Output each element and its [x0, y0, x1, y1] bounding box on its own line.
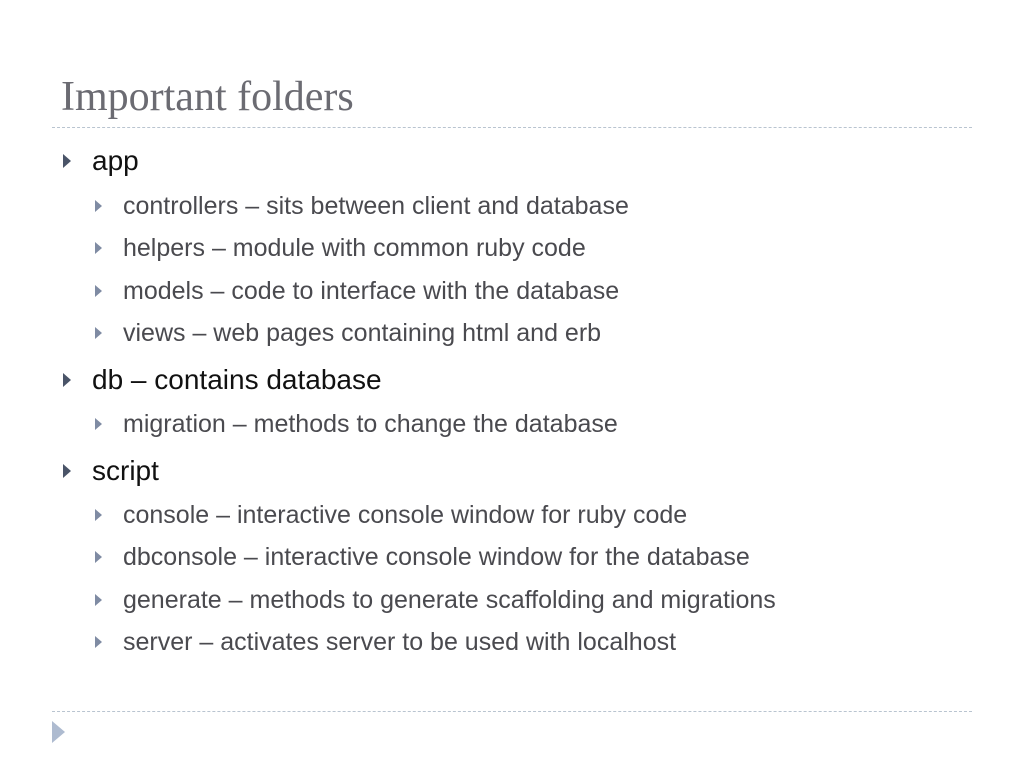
triangle-right-bullet-icon — [63, 464, 71, 478]
list-item: views – web pages containing html and er… — [95, 317, 601, 349]
list-item: dbconsole – interactive console window f… — [95, 541, 750, 573]
list-item-text: views – web pages containing html and er… — [123, 318, 602, 347]
triangle-right-bullet-icon — [95, 327, 102, 339]
list-item-text: generate – methods to generate scaffoldi… — [123, 585, 776, 614]
triangle-right-bullet-icon — [95, 509, 102, 521]
title-divider — [52, 127, 972, 128]
next-slide-arrow-icon[interactable] — [52, 721, 65, 743]
list-item-text: script — [92, 455, 159, 486]
list-item: generate – methods to generate scaffoldi… — [95, 584, 776, 616]
triangle-right-bullet-icon — [95, 636, 102, 648]
triangle-right-bullet-icon — [63, 373, 71, 387]
list-item: models – code to interface with the data… — [95, 275, 619, 307]
list-item-text: models – code to interface with the data… — [123, 276, 620, 305]
slide-title: Important folders — [61, 74, 354, 120]
triangle-right-bullet-icon — [95, 418, 102, 430]
list-item: migration – methods to change the databa… — [95, 408, 618, 440]
triangle-right-bullet-icon — [95, 551, 102, 563]
list-item: helpers – module with common ruby code — [95, 232, 586, 264]
list-item: script — [63, 454, 159, 488]
list-item: console – interactive console window for… — [95, 499, 687, 531]
triangle-right-bullet-icon — [95, 594, 102, 606]
list-item-text: helpers – module with common ruby code — [123, 233, 586, 262]
list-item: controllers – sits between client and da… — [95, 190, 629, 222]
list-item: db – contains database — [63, 363, 382, 397]
list-item: server – activates server to be used wit… — [95, 626, 676, 658]
list-item-text: server – activates server to be used wit… — [123, 627, 677, 656]
list-item-text: migration – methods to change the databa… — [123, 409, 618, 438]
list-item-text: db – contains database — [92, 364, 382, 395]
triangle-right-bullet-icon — [95, 242, 102, 254]
footer-divider — [52, 711, 972, 712]
list-item-text: controllers – sits between client and da… — [123, 191, 629, 220]
list-item-text: app — [92, 145, 139, 176]
list-item-text: dbconsole – interactive console window f… — [123, 542, 750, 571]
triangle-right-bullet-icon — [63, 154, 71, 168]
triangle-right-bullet-icon — [95, 200, 102, 212]
list-item: app — [63, 144, 139, 178]
triangle-right-bullet-icon — [95, 285, 102, 297]
list-item-text: console – interactive console window for… — [123, 500, 688, 529]
